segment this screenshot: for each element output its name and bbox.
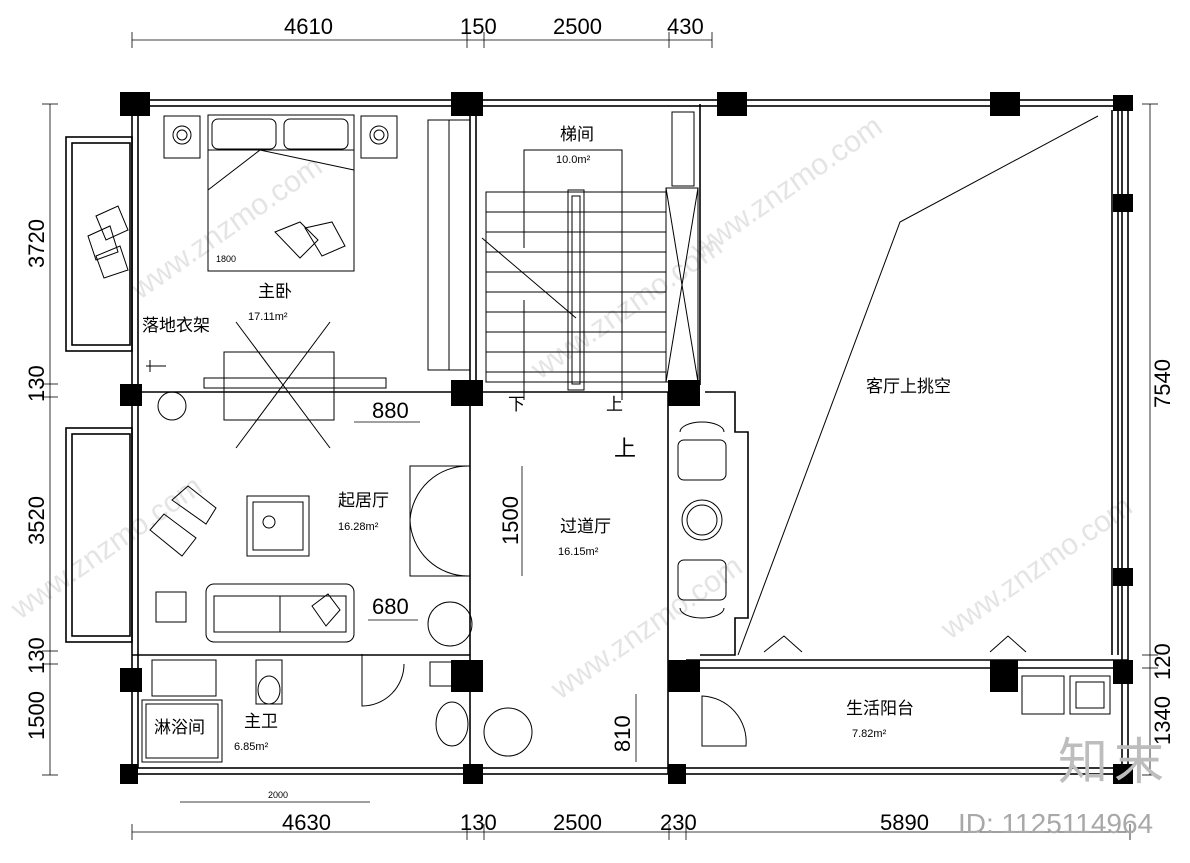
stair-up-big-label: 上 [614, 437, 636, 462]
dim-top-3: 2500 [553, 14, 602, 39]
dim-right-3: 1340 [1150, 696, 1175, 745]
dim-bottom-1: 4630 [282, 810, 331, 835]
room-balcony-area: 7.82m² [852, 728, 887, 740]
watermark-text: www.znzmo.com [934, 490, 1138, 647]
dim-top-1: 4610 [284, 14, 333, 39]
wardrobe-closet [427, 119, 471, 371]
dim-810: 810 [610, 715, 635, 752]
dim-880: 880 [372, 398, 409, 423]
bay-window-pillows [87, 205, 129, 279]
structural-columns [120, 92, 1133, 784]
dim-top-4: 430 [667, 14, 704, 39]
dim-left-5: 1500 [24, 691, 49, 740]
room-balcony-name: 生活阳台 [846, 699, 914, 719]
room-wardrobe-name: 落地衣架 [142, 316, 210, 336]
dimension-right: 7540 120 1340 [1142, 103, 1175, 776]
dimension-bottom: 4630 130 2500 230 5890 [131, 810, 1131, 840]
room-labels: 主卧 17.11m² 落地衣架 梯间 10.0m² 客厅上挑空 起居厅 16.2… [142, 125, 951, 753]
room-living-void-name: 客厅上挑空 [866, 377, 951, 397]
room-bath-area: 6.85m² [234, 741, 269, 753]
corridor-furniture [677, 421, 727, 619]
void-marker [737, 115, 1099, 656]
room-sitting-name: 起居厅 [338, 491, 389, 511]
dim-left-3: 3520 [24, 496, 49, 545]
room-corridor-area: 16.15m² [558, 546, 599, 558]
bathroom-fixtures [141, 654, 469, 763]
dim-bottom-2: 130 [460, 810, 497, 835]
walls [65, 99, 1129, 775]
tv-cabinet [146, 321, 387, 449]
watermark-text: www.znzmo.com [684, 110, 888, 267]
bed-size-label: 1800 [216, 254, 236, 264]
dim-right-2: 120 [1150, 643, 1175, 680]
dim-right-1: 7540 [1150, 359, 1175, 408]
dim-2000: 2000 [268, 790, 288, 800]
room-stair-name: 梯间 [560, 125, 594, 145]
image-id-watermark: ID: 1125114964 [958, 808, 1154, 839]
room-stair-area: 10.0m² [556, 154, 591, 166]
watermark-text: www.znzmo.com [124, 150, 328, 307]
watermark-text: www.znzmo.com [544, 550, 748, 707]
dim-bottom-3: 2500 [553, 810, 602, 835]
balcony-fixtures [701, 635, 1111, 747]
dim-1500: 1500 [498, 496, 523, 545]
dimension-left: 3720 130 3520 130 1500 [24, 103, 58, 776]
inner-dimensions: 880 1500 680 810 2000 [180, 398, 637, 803]
dim-left-1: 3720 [24, 219, 49, 268]
dim-bottom-4: 230 [660, 810, 697, 835]
dimension-top: 4610 150 2500 430 [131, 14, 713, 48]
dim-top-2: 150 [460, 14, 497, 39]
room-shower-name: 淋浴间 [154, 718, 205, 738]
watermark-text: www.znzmo.com [4, 470, 208, 627]
room-master-bedroom-area: 17.11m² [248, 311, 288, 323]
room-bath-name: 主卫 [244, 712, 278, 732]
master-bed: 1800 [163, 114, 398, 272]
watermark-layer: www.znzmo.com www.znzmo.com www.znzmo.co… [4, 110, 1138, 707]
stair-up-label: 上 [606, 395, 623, 415]
dim-680: 680 [372, 594, 409, 619]
stair-down-label: 下 [508, 395, 525, 415]
dim-bottom-5: 5890 [880, 810, 929, 835]
room-corridor-name: 过道厅 [560, 517, 611, 537]
dim-left-2: 130 [24, 365, 49, 402]
dim-left-4: 130 [24, 637, 49, 674]
room-sitting-area: 16.28m² [338, 521, 379, 533]
sitting-room-furniture [149, 465, 471, 643]
plants [157, 391, 533, 757]
staircase [481, 111, 699, 400]
brand-watermark: 知末 [1058, 733, 1170, 791]
room-master-bedroom-name: 主卧 [258, 282, 292, 302]
